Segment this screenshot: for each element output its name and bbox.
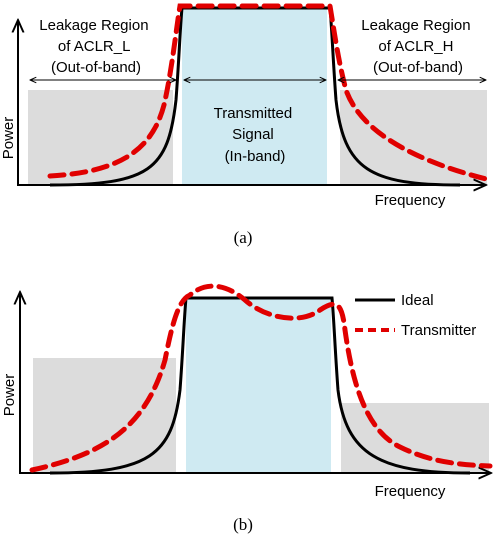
legend-transmitter-label: Transmitter bbox=[401, 322, 476, 339]
legend-ideal-label: Ideal bbox=[401, 292, 434, 309]
panel-b: Ideal Transmitter Power Frequency (b) bbox=[1, 283, 493, 534]
left-region-label: Leakage Region of ACLR_L (Out-of-band) bbox=[39, 17, 152, 76]
caption-b: (b) bbox=[233, 515, 253, 534]
in-band-label: Transmitted Signal (In-band) bbox=[214, 105, 297, 165]
in-band-region-b bbox=[186, 298, 331, 473]
transmitter-curve bbox=[47, 3, 493, 183]
right-leakage-region bbox=[340, 90, 487, 185]
transmitter-curve-b bbox=[29, 283, 493, 473]
x-axis-label: Frequency bbox=[375, 192, 446, 209]
panel-a: Leakage Region of ACLR_L (Out-of-band) L… bbox=[0, 3, 493, 247]
y-axis-label: Power bbox=[0, 117, 17, 160]
caption-a: (a) bbox=[234, 228, 253, 247]
right-region-label: Leakage Region of ACLR_H (Out-of-band) bbox=[361, 17, 474, 76]
ideal-curve-b bbox=[49, 296, 471, 475]
y-axis-label-b: Power bbox=[1, 374, 18, 417]
in-band-region bbox=[182, 8, 327, 185]
x-axis-label-b: Frequency bbox=[375, 483, 446, 500]
left-leakage-region-b bbox=[33, 358, 176, 473]
